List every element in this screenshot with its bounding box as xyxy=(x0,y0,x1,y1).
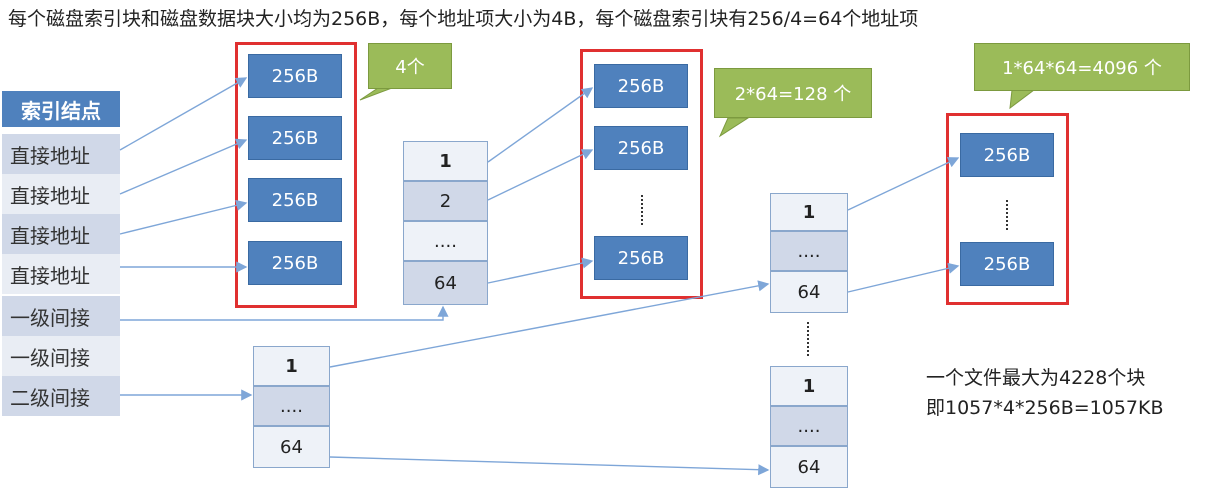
inode-direct-1: 直接地址 xyxy=(2,134,120,174)
arrow-direct-1 xyxy=(119,77,248,151)
callout-single-count: 2*64=128 个 xyxy=(714,68,872,118)
arrow-single-entry-64 xyxy=(487,257,594,284)
data-block-single-2: 256B xyxy=(594,126,688,170)
arrow-double-l2-entry-64 xyxy=(847,262,960,293)
double-l2b-entry-dots: .... xyxy=(770,406,848,446)
max-file-size-line-1: 一个文件最大为4228个块 xyxy=(926,367,1146,389)
arrow-double-l1-entry-64 xyxy=(329,456,770,476)
double-l2b-entry-64: 64 xyxy=(770,446,848,488)
diagram-title: 每个磁盘索引块和磁盘数据块大小均为256B，每个地址项大小为4B，每个磁盘索引块… xyxy=(8,8,919,30)
double-l2a-entry-1: 1 xyxy=(770,193,848,231)
double-l2a-entry-dots: .... xyxy=(770,231,848,271)
arrow-direct-3 xyxy=(119,199,248,235)
double-l2a-entry-64: 64 xyxy=(770,271,848,313)
arrow-direct-2 xyxy=(119,138,248,195)
arrow-single-indirect xyxy=(120,305,449,321)
data-block-single-1: 256B xyxy=(594,64,688,108)
callout-direct-count: 4个 xyxy=(368,43,452,89)
arrow-single-entry-2 xyxy=(487,149,594,201)
double-indirect-blocks-group xyxy=(946,113,1069,305)
double-l1-entry-1: 1 xyxy=(253,346,330,386)
inode-direct-3: 直接地址 xyxy=(2,214,120,254)
single-index-entry-1: 1 xyxy=(403,141,488,181)
inode-double: 二级间接 xyxy=(2,376,120,416)
callout-double-count: 1*64*64=4096 个 xyxy=(974,43,1190,91)
double-l2-tables-ellipsis xyxy=(807,322,809,356)
single-index-entry-2: 2 xyxy=(403,181,488,221)
double-l2b-entry-1: 1 xyxy=(770,366,848,406)
direct-blocks-group xyxy=(235,42,357,308)
data-block-direct-1: 256B xyxy=(248,54,342,98)
single-index-entry-64: 64 xyxy=(403,261,488,305)
max-file-size-line-2: 即1057*4*256B=1057KB xyxy=(926,397,1164,419)
arrow-single-entry-1 xyxy=(487,87,594,163)
single-index-entry-dots: .... xyxy=(403,221,488,261)
double-l1-entry-64: 64 xyxy=(253,426,330,468)
double-l1-entry-dots: .... xyxy=(253,386,330,426)
data-block-direct-4: 256B xyxy=(248,241,342,285)
data-block-direct-3: 256B xyxy=(248,178,342,222)
arrow-double-l2-entry-1 xyxy=(847,157,960,211)
data-block-double-1: 256B xyxy=(960,133,1054,177)
single-indirect-blocks-group xyxy=(580,49,703,299)
inode-single-1: 一级间接 xyxy=(2,296,120,336)
single-blocks-ellipsis xyxy=(641,195,643,225)
double-blocks-ellipsis xyxy=(1006,200,1008,230)
data-block-double-last: 256B xyxy=(960,242,1054,286)
inode-header: 索引结点 xyxy=(2,91,120,127)
arrow-double-l1-entry-1 xyxy=(329,280,770,368)
data-block-single-last: 256B xyxy=(594,236,688,280)
inode-direct-2: 直接地址 xyxy=(2,174,120,214)
inode-direct-4: 直接地址 xyxy=(2,254,120,294)
inode-single-2: 一级间接 xyxy=(2,336,120,376)
data-block-direct-2: 256B xyxy=(248,116,342,160)
